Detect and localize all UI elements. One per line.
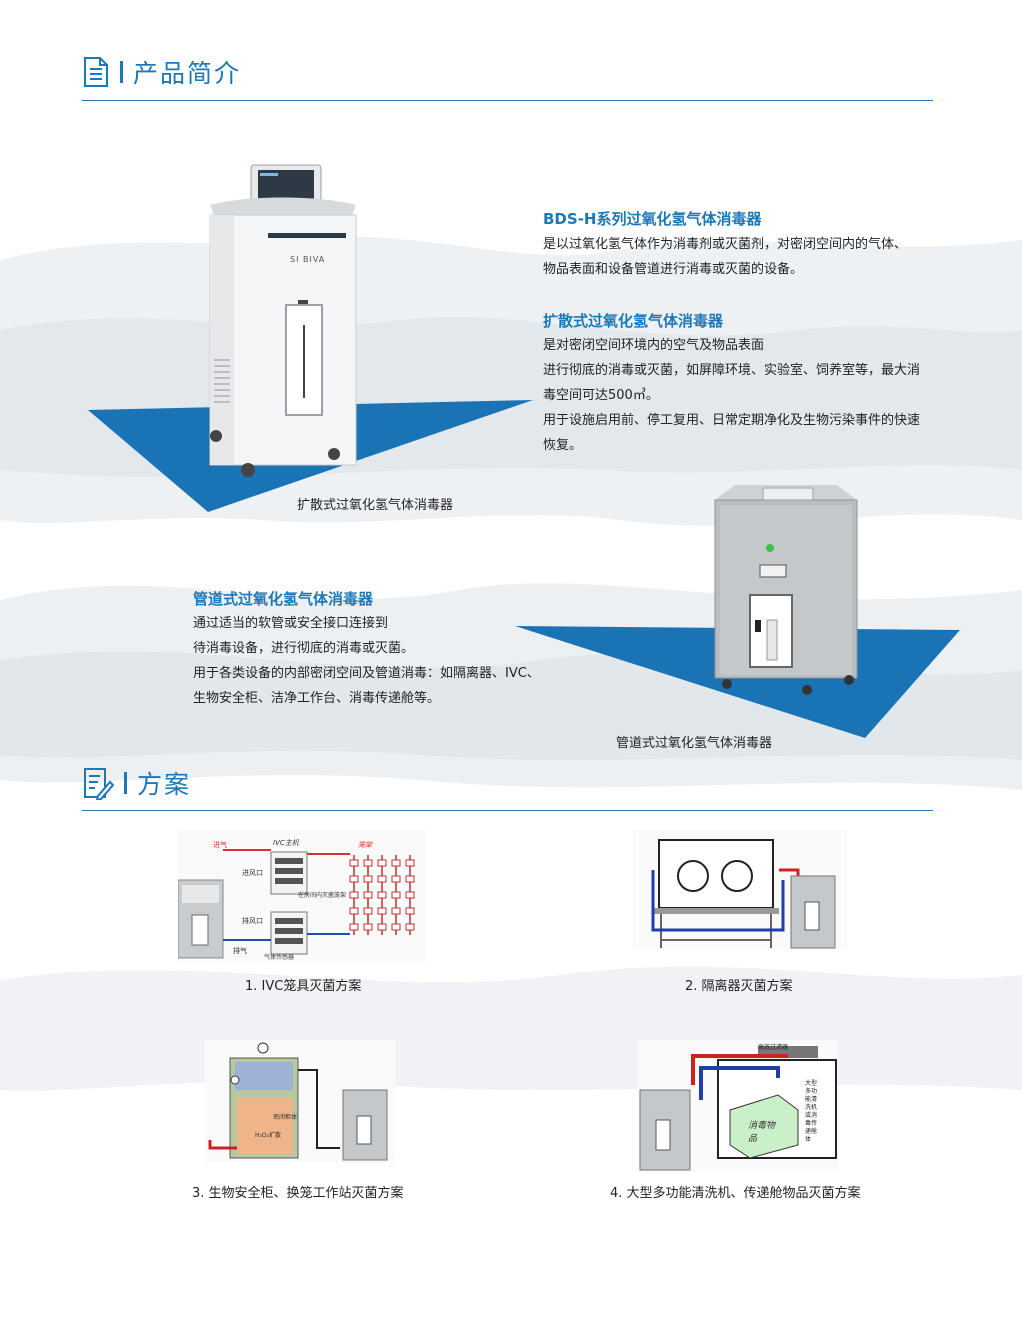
diffuse-line: 是对密闭空间环境内的空气及物品表面 <box>543 338 765 353</box>
bds-line: 是以过氧化氢气体作为消毒剂或灭菌剂，对密闭空间内的气体、 <box>543 237 908 252</box>
title-divider <box>120 61 123 83</box>
diffuse-block: 扩散式过氧化氢气体消毒器 是对密闭空间环境内的空气及物品表面 进行彻底的消毒或灭… <box>543 310 963 458</box>
scheme-ivc-diagram: 进气 IVC主机 笼架 进风口 排风口 排气 在房间内灭菌笼架 气体传感器 <box>178 830 426 963</box>
scheme-2-caption: 2. 隔离器灭菌方案 <box>685 979 793 994</box>
title-divider <box>124 772 127 794</box>
filter-label: 高效过滤器 <box>758 1044 789 1051</box>
diffuse-line: 进行彻底的消毒或灭菌，如屏障环境、实验室、饲养室等，最大消 <box>543 363 921 378</box>
ivc-label-host: IVC主机 <box>273 839 299 847</box>
pipe-caption: 管道式过氧化氢气体消毒器 <box>616 736 773 751</box>
pipe-block: 管道式过氧化氢气体消毒器 通过适当的软管或安全接口连接到 待消毒设备，进行彻底的… <box>193 588 593 711</box>
bds-line: 物品表面和设备管道进行消毒或灭菌的设备。 <box>543 262 804 277</box>
pipe-line: 通过适当的软管或安全接口连接到 <box>193 616 389 631</box>
diffuse-line: 用于设施启用前、停工复用、日常定期净化及生物污染事件的快速 <box>543 413 921 428</box>
pipe-title: 管道式过氧化氢气体消毒器 <box>193 590 374 608</box>
h2o2-label: H₂O₂扩散 <box>255 1132 282 1139</box>
diffuse-caption: 扩散式过氧化氢气体消毒器 <box>297 498 454 513</box>
document-icon <box>84 57 108 87</box>
scheme-3-caption: 3. 生物安全柜、换笼工作站灭菌方案 <box>192 1186 404 1201</box>
pipe-line: 待消毒设备，进行彻底的消毒或灭菌。 <box>193 641 415 656</box>
scheme-cabinet-diagram: 密闭柜体 H₂O₂扩散 <box>205 1040 395 1162</box>
edit-document-icon <box>84 768 114 800</box>
goods-label: 消毒物品 <box>748 1121 776 1144</box>
ivc-label-exhaust-port: 排风口 <box>242 917 263 925</box>
device-brand-label: SI BIVA <box>290 255 326 264</box>
bds-block: BDS-H系列过氧化氢气体消毒器 是以过氧化氢气体作为消毒剂或灭菌剂，对密闭空间… <box>543 208 963 282</box>
ivc-label-inlet: 进风口 <box>242 869 263 877</box>
diffuse-line: 恢复。 <box>543 438 583 453</box>
cabinet-label: 密闭柜体 <box>273 1114 298 1121</box>
section-title-intro: 产品简介 <box>82 54 241 90</box>
ivc-label-sensor: 气体传感器 <box>264 954 295 961</box>
diffuse-title: 扩散式过氧化氢气体消毒器 <box>543 312 724 330</box>
scheme-washer-diagram: 高效过滤器 消毒物品 大型多功能清洗机或消毒传递舱体 <box>638 1040 838 1172</box>
diffuse-line: 毒空间可达500㎥。 <box>543 388 659 403</box>
section-rule <box>82 810 933 811</box>
scheme-isolator-diagram <box>633 830 847 950</box>
scheme-4-caption: 4. 大型多功能清洗机、传递舱物品灭菌方案 <box>610 1186 861 1201</box>
section-rule <box>82 100 933 101</box>
bds-title: BDS-H系列过氧化氢气体消毒器 <box>543 210 762 228</box>
ivc-label-room: 在房间内灭菌笼架 <box>298 892 347 899</box>
section-title-text: 方案 <box>137 770 192 799</box>
pipe-device-illustration <box>515 485 960 738</box>
diffuse-device-illustration <box>88 164 533 512</box>
machine-label: 大型多功能清洗机或消毒传递舱体 <box>805 1080 818 1143</box>
ivc-label-in-air: 进气 <box>213 841 227 849</box>
scheme-1-caption: 1. IVC笼具灭菌方案 <box>245 979 362 994</box>
ivc-label-cage: 笼架 <box>358 841 372 849</box>
ivc-label-exhaust: 排气 <box>233 947 247 955</box>
section-title-text: 产品简介 <box>133 59 242 88</box>
section-title-scheme: 方案 <box>82 765 191 801</box>
pipe-line: 生物安全柜、洁净工作台、消毒传递舱等。 <box>193 691 441 706</box>
pipe-line: 用于各类设备的内部密闭空间及管道消毒：如隔离器、IVC、 <box>193 666 540 681</box>
